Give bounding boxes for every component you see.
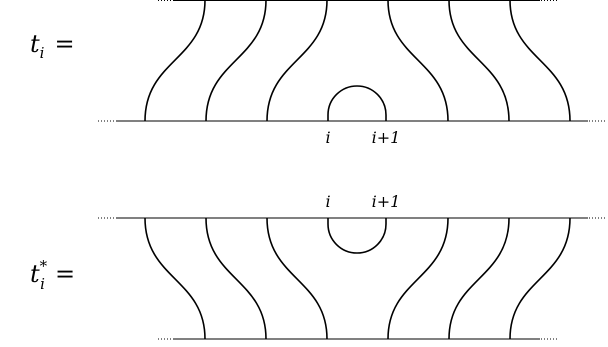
strand-3 bbox=[266, 0, 328, 122]
strand-4 bbox=[387, 217, 449, 340]
cap-arc bbox=[327, 85, 387, 121]
strand-2 bbox=[205, 0, 267, 122]
position-label-i-plus-1: i+1 bbox=[372, 128, 401, 147]
strand-5 bbox=[448, 0, 510, 122]
strand-5 bbox=[448, 217, 510, 340]
strand-2 bbox=[205, 217, 267, 340]
cup-arc bbox=[327, 218, 387, 254]
operator-label-t-i-star: t*i = bbox=[30, 257, 75, 293]
equals-sign: = bbox=[55, 260, 75, 288]
position-label-i: i bbox=[325, 128, 330, 147]
equals-sign: = bbox=[54, 30, 74, 58]
subscript-i: i bbox=[40, 275, 45, 293]
diagram-t-i: ti= i i+1 bbox=[30, 0, 606, 147]
symbol-t: t bbox=[30, 260, 40, 288]
strand-3 bbox=[266, 217, 328, 340]
symbol-t: t bbox=[30, 30, 40, 58]
diagram-t-i-star: t*i= i i+1 bbox=[30, 192, 606, 340]
position-label-i-plus-1: i+1 bbox=[372, 192, 401, 211]
position-label-i: i bbox=[325, 192, 330, 211]
superscript-star: * bbox=[40, 257, 48, 275]
strand-4 bbox=[387, 0, 449, 122]
operator-label-t-i: ti = bbox=[30, 30, 75, 62]
strand-6 bbox=[509, 0, 571, 122]
strand-6 bbox=[509, 217, 571, 340]
subscript-i: i bbox=[40, 44, 45, 62]
strand-1 bbox=[144, 0, 206, 122]
strand-1 bbox=[144, 217, 206, 340]
